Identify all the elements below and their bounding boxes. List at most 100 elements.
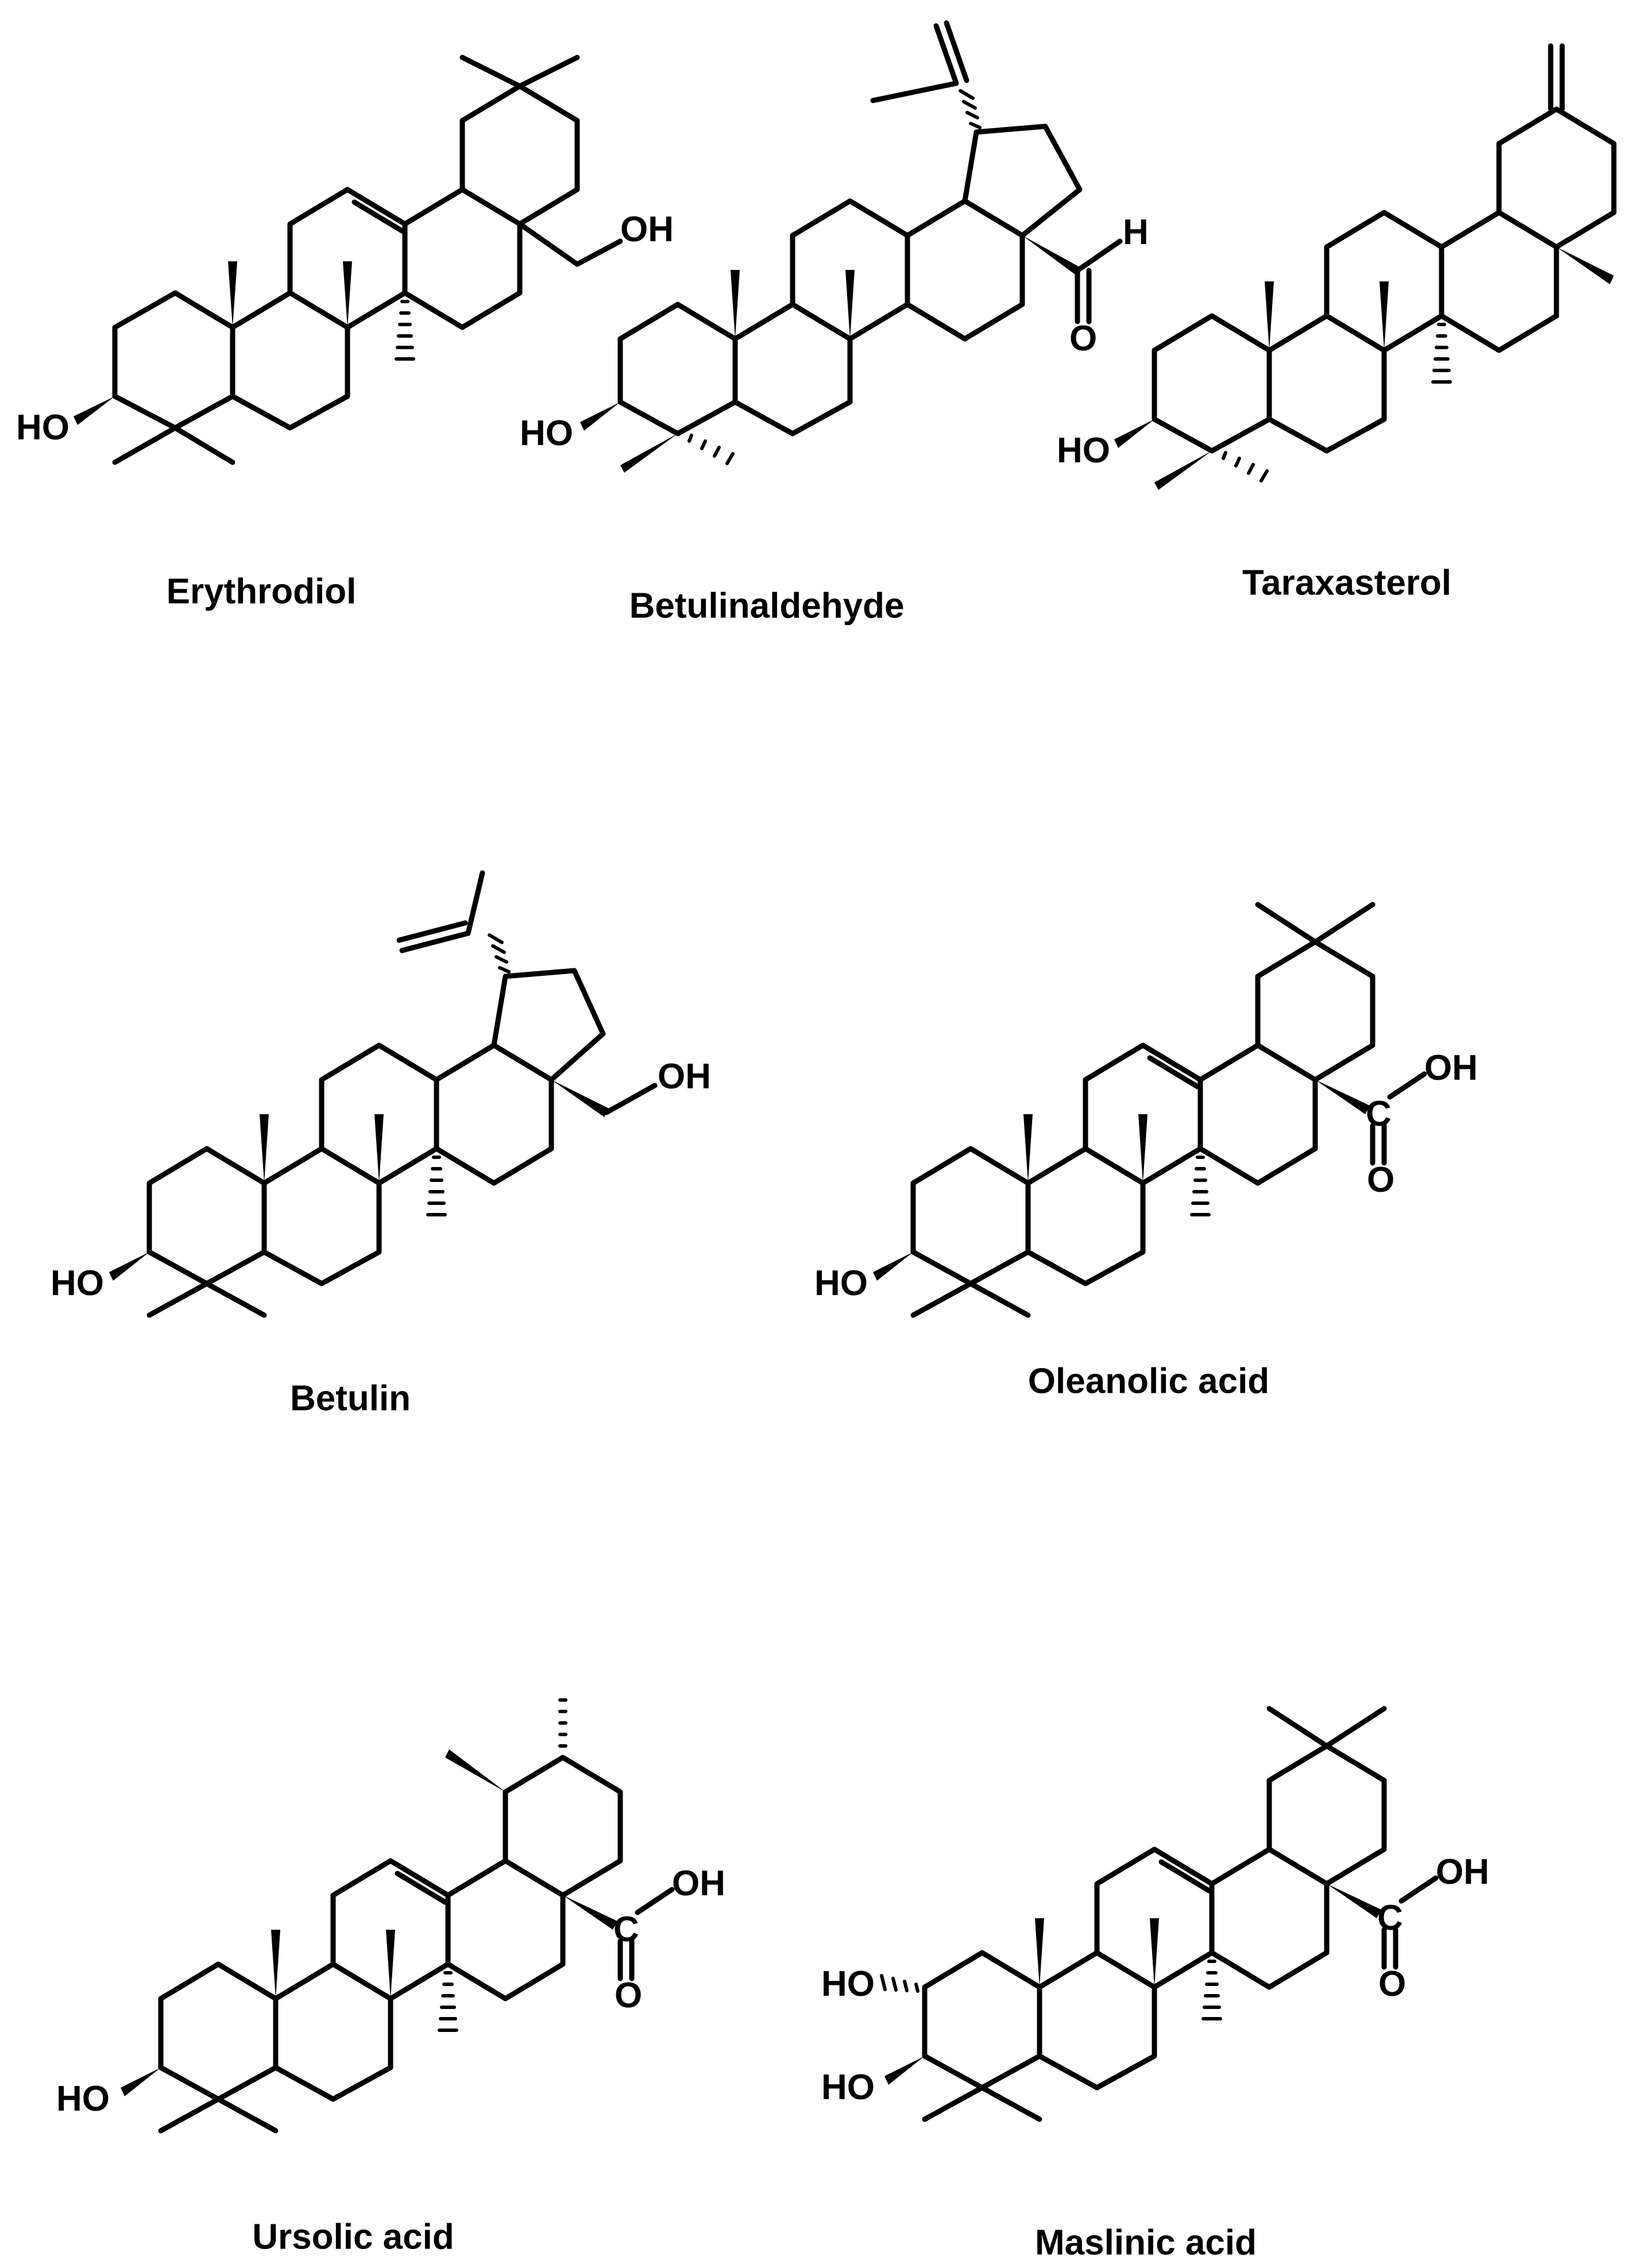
maslinic-acid-structure: C OH O HO HO: [821, 1706, 1489, 2122]
double-bond-12: [1158, 1859, 1212, 1894]
methyl-hash: [1431, 323, 1452, 384]
ring-e: [491, 968, 606, 1083]
ring-e: [962, 123, 1083, 238]
atom-label: OH: [658, 1057, 711, 1096]
ring-b: [261, 1146, 382, 1286]
cooh-bonds: [617, 1887, 675, 1981]
ring-d: [1439, 210, 1559, 353]
c4-methyls: [158, 2096, 279, 2134]
ring-a: [910, 1146, 1031, 1286]
ring-e: [459, 83, 580, 227]
ring-d: [1209, 1846, 1330, 1990]
ring-a: [1152, 313, 1272, 454]
gem-methyl: [1266, 1706, 1387, 1749]
atom-label: HO: [821, 1964, 875, 2004]
cooh-wedge: [1315, 1080, 1370, 1114]
methyl-wedge: [620, 434, 678, 473]
ring-d: [434, 1042, 554, 1186]
methyl-wedge: [1380, 281, 1389, 350]
ring-e: [1266, 1743, 1387, 1887]
ring-b: [273, 1961, 393, 2102]
methyl-wedge: [1154, 451, 1212, 490]
atom-label: O: [615, 1976, 642, 2015]
ho-wedge: [109, 1252, 149, 1281]
double-bond-12: [395, 1871, 448, 1905]
isopropenyl-hash: [488, 933, 511, 973]
atom-label: OH: [672, 1864, 725, 1903]
methyl-wedge-10: [228, 261, 237, 327]
isopropenyl-hash: [959, 89, 982, 129]
cooh-bonds: [1381, 1875, 1439, 1970]
ring-b: [1037, 1950, 1157, 2091]
ring-c: [287, 187, 408, 330]
ho-wedge: [1114, 419, 1154, 448]
ursolic-acid-structure: C OH O HO: [56, 1698, 725, 2134]
isopropenyl: [396, 870, 485, 953]
exo-methylene: [1548, 43, 1565, 112]
atom-label: HO: [56, 2079, 110, 2119]
methyl-wedge: [845, 270, 855, 339]
methyl-wedge: [1035, 1918, 1044, 1987]
isopropenyl: [870, 20, 969, 103]
methyl-hash-14: [395, 300, 415, 361]
double-bond-12: [351, 199, 405, 234]
ring-c: [1324, 210, 1444, 353]
methyl-hash: [1222, 451, 1269, 482]
c4-methyls: [922, 2085, 1042, 2122]
cho-wedge: [1022, 235, 1080, 275]
ring-c: [1083, 1042, 1203, 1186]
betulin-structure: OH HO: [51, 870, 711, 1318]
ho-wedge: [74, 396, 115, 425]
ring-c: [330, 1858, 451, 2002]
betulinaldehyde-structure: H O HO: [520, 20, 1149, 473]
atom-label: O: [1069, 319, 1097, 358]
atom-label: HO: [16, 408, 69, 447]
ring-d: [402, 187, 523, 330]
ring-a: [922, 1950, 1042, 2091]
atom-label: OH: [620, 210, 674, 249]
methyl-hash: [1190, 1156, 1211, 1216]
ch2oh-bond: [604, 1083, 658, 1115]
cooh-wedge: [1327, 1884, 1381, 1918]
ho-wedge: [884, 2056, 925, 2085]
compound-name-maslinic-acid: Maslinic acid: [1035, 2223, 1257, 2263]
ho-wedge: [873, 1252, 913, 1281]
compound-name-ursolic-acid: Ursolic acid: [252, 2217, 454, 2257]
atom-label: O: [1378, 1964, 1406, 2004]
c4-methyls: [146, 1281, 267, 1318]
atom-label: HO: [814, 1264, 868, 1303]
atom-label: O: [1367, 1160, 1394, 1200]
ring-e: [503, 1755, 623, 1898]
atom-label: C: [1377, 1898, 1403, 1938]
atom-label: OH: [1436, 1852, 1489, 1892]
methyl-wedge: [1556, 247, 1614, 284]
methyl-wedge-8: [343, 261, 352, 327]
ring-d: [905, 198, 1025, 342]
ring-c: [1094, 1846, 1215, 1990]
methyl-hash: [558, 1698, 567, 1748]
cho-bonds: [1075, 238, 1123, 324]
double-bond-12: [1147, 1055, 1200, 1089]
ch2oh-bond: [517, 221, 623, 267]
ring-a: [112, 290, 235, 431]
atom-label: C: [613, 1910, 639, 1949]
oleanolic-acid-structure: C OH O HO: [814, 902, 1478, 1318]
atom-label: HO: [1057, 431, 1110, 470]
ring-c: [319, 1042, 439, 1186]
methyl-wedge: [1265, 281, 1274, 350]
methyl-hash: [438, 1971, 458, 2032]
taraxasterol-structure: HO: [1057, 43, 1617, 490]
erythrodiol-structure: HO OH: [16, 55, 674, 465]
ho-wedge: [121, 2068, 161, 2096]
cooh-bonds: [1370, 1071, 1427, 1166]
c4-methyls: [112, 425, 235, 465]
atom-label: C: [1366, 1094, 1392, 1134]
ch2-wedge: [551, 1080, 609, 1117]
methyl-hash: [1201, 1960, 1222, 2020]
atom-label: HO: [520, 414, 573, 453]
atom-label: HO: [821, 2068, 875, 2107]
methyl-wedge: [1150, 1918, 1159, 1987]
ring-b: [1266, 313, 1387, 454]
ring-a: [146, 1146, 267, 1286]
